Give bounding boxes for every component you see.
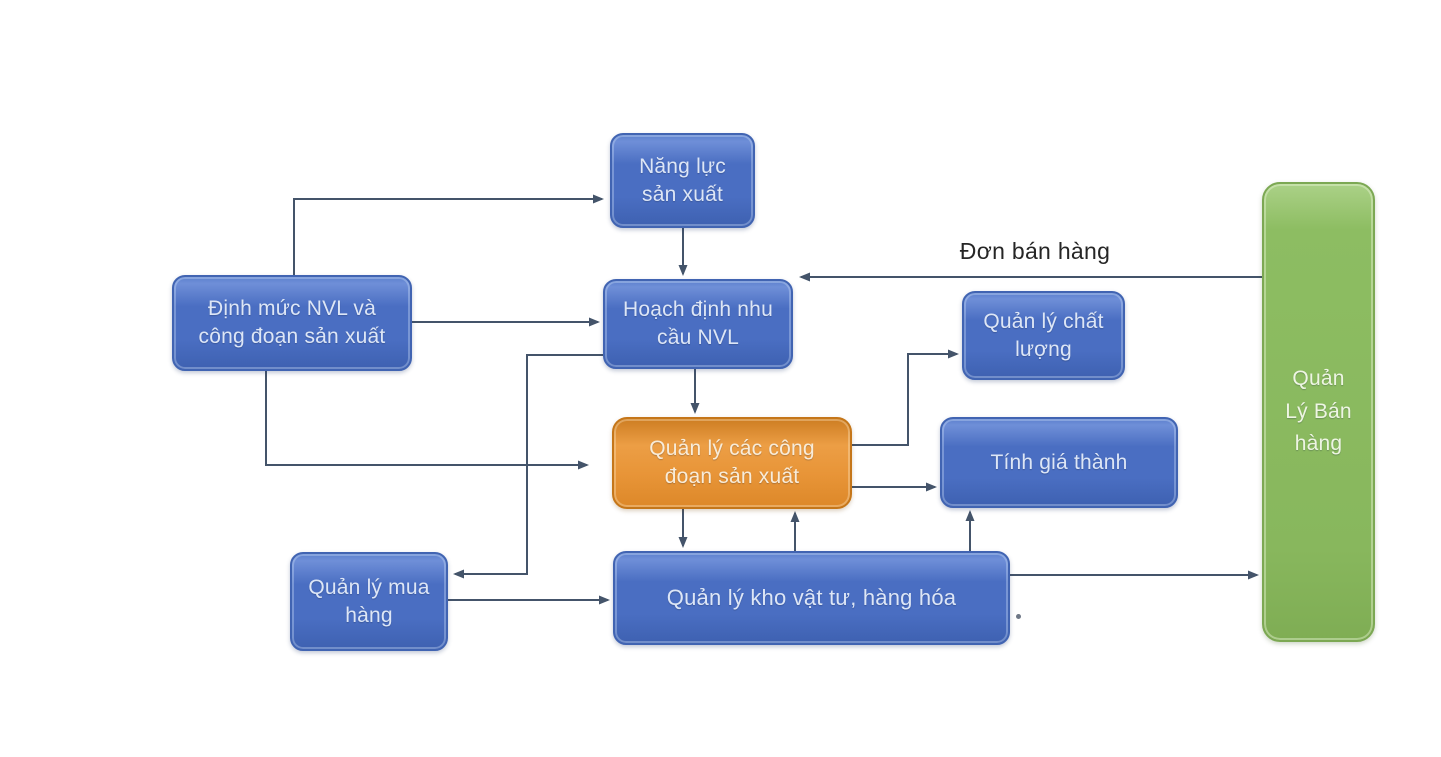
node-quan-ly-kho-vat-tu-hang-hoa: Quản lý kho vật tư, hàng hóa bbox=[613, 551, 1010, 645]
node-dinh-muc-nvl: Định mức NVL và công đoạn sản xuất bbox=[172, 275, 412, 371]
node-quan-ly-cac-cong-doan-san-xuat: Quản lý các công đoạn sản xuất bbox=[612, 417, 852, 509]
node-nang-luc-san-xuat: Năng lực sản xuất bbox=[610, 133, 755, 228]
node-label: Quản Lý Bán hàng bbox=[1285, 367, 1352, 456]
node-label: Hoạch định nhu cầu NVL bbox=[623, 298, 773, 349]
node-hoach-dinh-nhu-cau-nvl: Hoạch định nhu cầu NVL bbox=[603, 279, 793, 369]
node-label: Định mức NVL và công đoạn sản xuất bbox=[198, 297, 386, 348]
node-label: Tính giá thành bbox=[990, 450, 1128, 474]
node-tinh-gia-thanh: Tính giá thành bbox=[940, 417, 1178, 508]
node-label: Năng lực sản xuất bbox=[639, 154, 726, 206]
node-quan-ly-mua-hang: Quản lý mua hàng bbox=[290, 552, 448, 651]
node-label: Quản lý mua hàng bbox=[308, 575, 430, 627]
connector-hoachdinh-to-muahang bbox=[453, 354, 603, 579]
node-label: Quản lý kho vật tư, hàng hóa bbox=[666, 585, 957, 611]
stray-dot bbox=[1016, 614, 1021, 619]
node-label: Quản lý các công đoạn sản xuất bbox=[649, 437, 815, 488]
node-label: Quản lý chất lượng bbox=[983, 309, 1104, 361]
node-quan-ly-ban-hang: Quản Lý Bán hàng bbox=[1262, 182, 1375, 642]
connector-dinhmuc-to-congdoan bbox=[265, 370, 589, 470]
node-quan-ly-chat-luong: Quản lý chất lượng bbox=[962, 291, 1125, 380]
connector-dinhmuc-to-nangluc bbox=[293, 194, 604, 275]
edge-label-don-ban-hang: Đơn bán hàng bbox=[959, 238, 1111, 264]
